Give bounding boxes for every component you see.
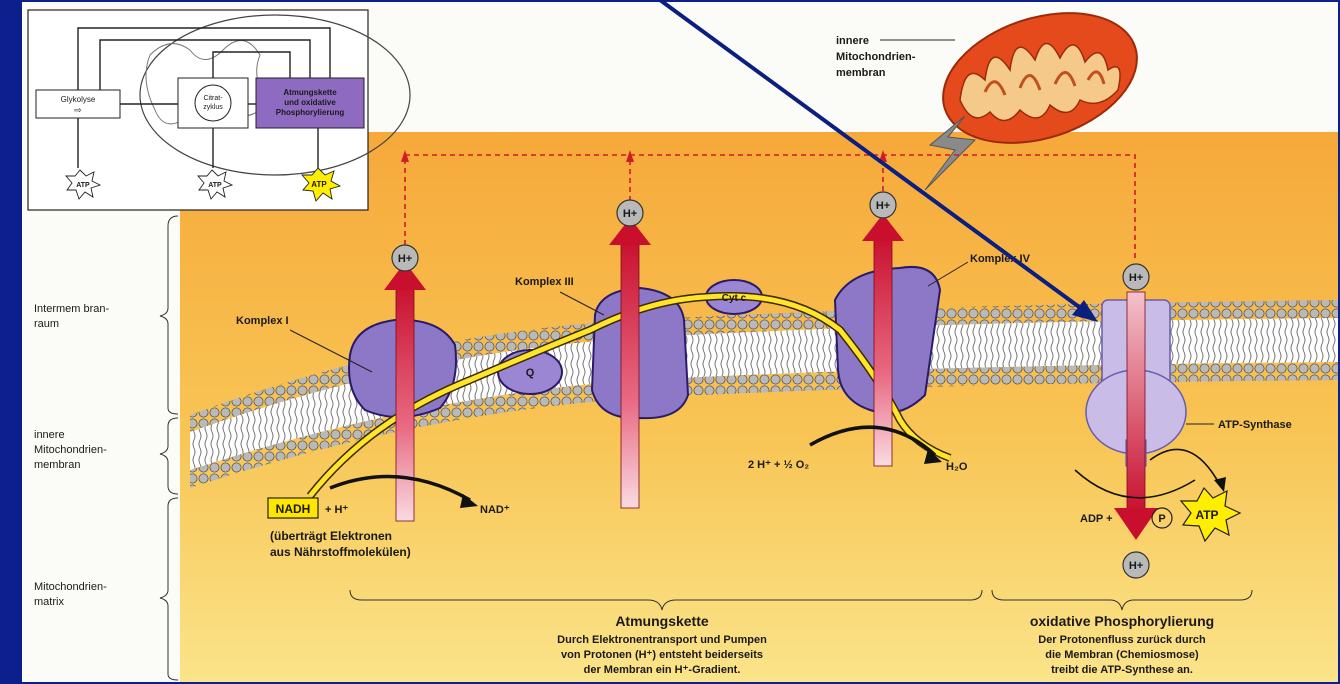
- side-innere-1: innere: [34, 429, 65, 441]
- side-intermembran-2: raum: [34, 318, 59, 330]
- svg-text:H+: H+: [398, 253, 412, 265]
- h-ion-3: H+: [870, 192, 896, 218]
- water-label: H₂O: [946, 461, 968, 473]
- label-atp-synthase: ATP-Synthase: [1218, 419, 1292, 431]
- side-matrix-2: matrix: [34, 596, 64, 608]
- inset-atp-2: ATP: [208, 182, 222, 189]
- proton-arrow-2: [621, 240, 639, 508]
- label-komplex-iii: Komplex III: [515, 276, 574, 288]
- h-ion-1: H+: [392, 245, 418, 271]
- nadh-plus-h: + H⁺: [325, 504, 348, 516]
- caption-atmungskette-1: Durch Elektronentransport und Pumpen: [557, 634, 767, 646]
- inset-atp-1: ATP: [76, 182, 90, 189]
- mito-label-3: membran: [836, 67, 886, 79]
- mito-label-2: Mitochondrien-: [836, 51, 916, 63]
- label-cytc: Cyt c: [722, 293, 747, 304]
- caption-atmungskette-title: Atmungskette: [615, 613, 709, 629]
- caption-oxphos-2: die Membran (Chemiosmose): [1045, 649, 1199, 661]
- caption-oxphos-3: treibt die ATP-Synthese an.: [1051, 664, 1193, 676]
- oxygen-label: 2 H⁺ + ½ O₂: [748, 459, 809, 471]
- side-intermembran-1: Intermem bran-: [34, 303, 110, 315]
- mito-label-1: innere: [836, 35, 869, 47]
- side-innere-2: Mitochondrien-: [34, 444, 107, 456]
- caption-oxphos-1: Der Protonenfluss zurück durch: [1038, 634, 1206, 646]
- inset-atp-3: ATP: [311, 180, 327, 189]
- inset-atmung-3: Phosphorylierung: [276, 108, 345, 117]
- inset-citrat-1: Citrat-: [203, 95, 223, 102]
- inset-atmung-1: Atmungskette: [283, 88, 337, 97]
- nadh-note-2: aus Nährstoffmolekülen): [270, 545, 411, 559]
- label-komplex-i: Komplex I: [236, 315, 289, 327]
- atp-synthase-proton-arrow: [1127, 292, 1145, 512]
- svg-text:H+: H+: [1129, 272, 1143, 284]
- h-ion-4: H+: [1123, 264, 1149, 290]
- h-ion-2: H+: [617, 200, 643, 226]
- proton-arrow-1: [396, 285, 414, 521]
- svg-text:H+: H+: [1129, 560, 1143, 572]
- inset-atmung-2: und oxidative: [284, 98, 336, 107]
- svg-text:H+: H+: [623, 208, 637, 220]
- nad-label: NAD⁺: [480, 504, 510, 516]
- h-ion-5: H+: [1123, 552, 1149, 578]
- phosphate-label: P: [1158, 513, 1165, 525]
- side-matrix-1: Mitochondrien-: [34, 581, 107, 593]
- nadh-note-1: (überträgt Elektronen: [270, 529, 392, 543]
- atp-product-label: ATP: [1195, 508, 1218, 522]
- inset-glykolyse: Glykolyse: [61, 95, 96, 104]
- caption-atmungskette-2: von Protonen (H⁺) entsteht beiderseits: [561, 649, 763, 661]
- label-q: Q: [526, 367, 535, 379]
- inset-citrat-2: zyklus: [203, 104, 223, 111]
- inset-glykolyse-arrow: ⇨: [74, 105, 82, 115]
- inset-schematic: Glykolyse ⇨ Citrat- zyklus Atmungskette …: [28, 10, 410, 210]
- adp-label: ADP +: [1080, 513, 1113, 525]
- nadh-label: NADH: [276, 502, 311, 516]
- svg-text:H+: H+: [876, 200, 890, 212]
- side-innere-3: membran: [34, 459, 80, 471]
- proton-arrow-3: [874, 236, 892, 466]
- caption-atmungskette-3: der Membran ein H⁺-Gradient.: [584, 664, 741, 676]
- caption-oxphos-title: oxidative Phosphorylierung: [1030, 613, 1214, 629]
